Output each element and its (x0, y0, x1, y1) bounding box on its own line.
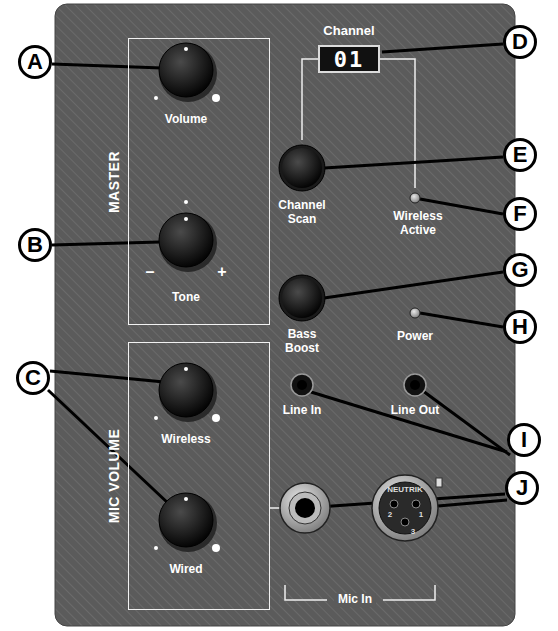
bracket-line (380, 59, 415, 188)
callout-letter: G (503, 253, 537, 287)
connector-marking: 1 (419, 510, 423, 519)
push-button (279, 145, 325, 191)
group-box: MASTER (128, 38, 270, 325)
scale-dot (212, 414, 220, 422)
connector-marking: 2 (388, 510, 392, 519)
part-label: Line Out (391, 404, 440, 418)
rotary-knob (154, 493, 220, 552)
callout-letter: A (18, 45, 52, 79)
part-label: Wireless Active (383, 210, 453, 238)
part-label: Tone (172, 291, 200, 305)
scale-dot (184, 200, 188, 204)
display-heading: Channel (323, 23, 374, 38)
channel-display: Channel01 (318, 45, 380, 73)
scale-dot (154, 96, 158, 100)
part-label: Wired (169, 563, 202, 577)
led (410, 193, 420, 203)
group-heading: MIC VOLUME (106, 429, 122, 523)
display-digits: 01 (334, 47, 365, 72)
callout-letter: I (507, 423, 541, 457)
part-label: – (146, 263, 155, 281)
wire-line (270, 507, 280, 509)
push-button (279, 275, 325, 321)
callout-letter: J (505, 471, 539, 505)
part-label: Power (397, 330, 433, 344)
connector-marking: NEUTRIK (387, 485, 423, 494)
mini-jack (404, 374, 426, 396)
callout-letter: E (503, 138, 537, 172)
callout-letter: H (503, 310, 537, 344)
bracket-line (302, 59, 318, 140)
callout-letter: B (18, 228, 52, 262)
part-label: Line In (283, 404, 322, 418)
quarter-inch-jack (280, 483, 330, 533)
rotary-knob (154, 43, 220, 102)
scale-dot (212, 544, 220, 552)
rotary-knob (154, 363, 220, 422)
part-label: Mic In (334, 593, 376, 607)
callout-letter: D (503, 25, 537, 59)
callout-letter: C (16, 361, 50, 395)
connector-marking: 3 (411, 527, 415, 536)
xlr-connector (372, 475, 442, 541)
bracket-line (383, 585, 435, 600)
part-label: Volume (165, 113, 207, 127)
bracket-line (285, 585, 327, 600)
led (410, 308, 420, 318)
part-label: + (217, 263, 226, 281)
group-heading: MASTER (106, 150, 122, 212)
scale-dot (212, 94, 220, 102)
mini-jack (291, 374, 313, 396)
scale-dot (154, 416, 158, 420)
scale-dot (154, 546, 158, 550)
part-label: Wireless (161, 433, 210, 447)
rotary-knob (159, 200, 217, 272)
part-label: Bass Boost (277, 328, 327, 356)
control-panel (55, 4, 515, 626)
part-label: Channel Scan (272, 199, 332, 227)
callout-letter: F (503, 197, 537, 231)
